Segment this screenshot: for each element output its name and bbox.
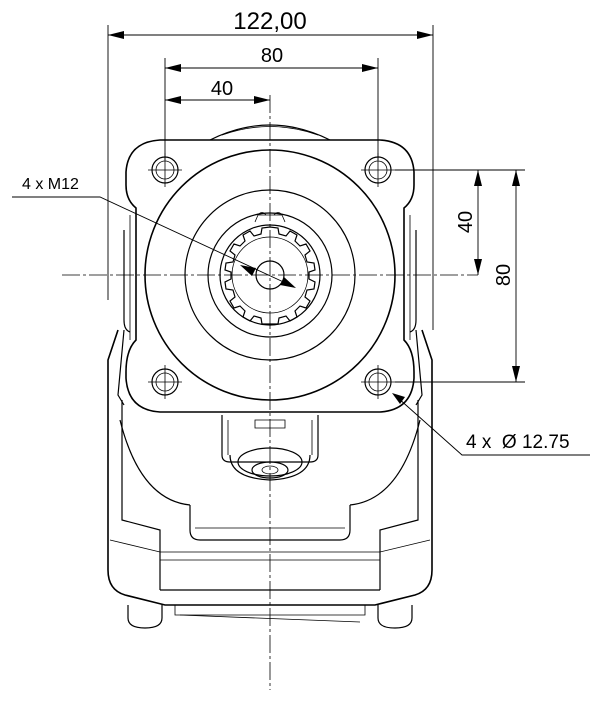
bolt-spacing-vertical-dimension: 80 <box>493 264 515 286</box>
hole-callout-label: 4 x Ø 12.75 <box>466 432 570 453</box>
overall-width-dimension: 122,00 <box>233 8 306 35</box>
bolt-holes <box>148 153 395 399</box>
center-lines <box>62 95 478 690</box>
half-spacing-vertical-dimension: 40 <box>455 211 477 233</box>
bolt-spacing-horizontal-dimension: 80 <box>261 45 283 67</box>
dimension-lines <box>107 25 525 383</box>
dimension-labels: 122,00 80 40 40 80 4 x M12 4 x Ø 12.75 <box>22 8 570 453</box>
callout-leaders <box>12 196 590 456</box>
half-spacing-horizontal-dimension: 40 <box>211 78 233 100</box>
thread-callout-label: 4 x M12 <box>22 176 79 193</box>
